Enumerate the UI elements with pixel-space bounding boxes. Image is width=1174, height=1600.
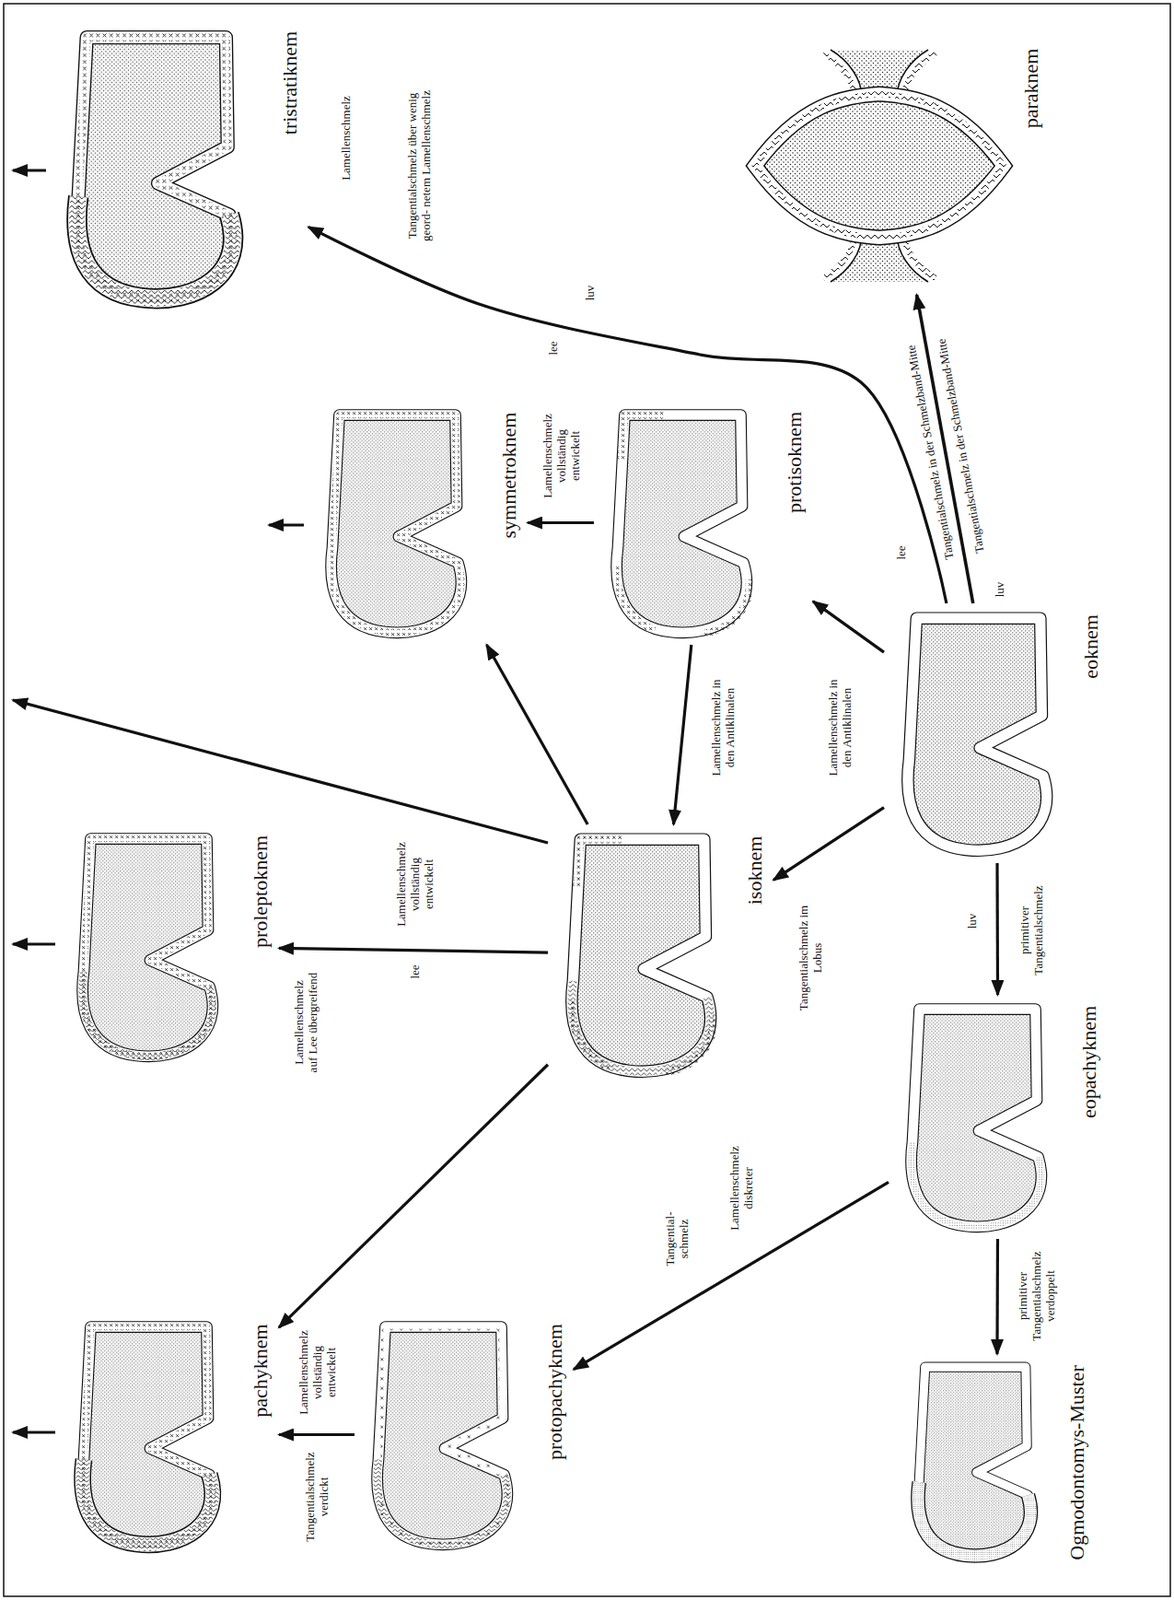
pattern-node: eoknem	[883, 603, 1110, 863]
edge-label: primitiver Tangentialschmelz verdoppelt	[1015, 1247, 1058, 1345]
edge-label: Lamellenschmelz vollständig entwickelt	[540, 405, 582, 507]
ogmodontomys-drawing	[918, 1366, 1031, 1556]
pattern-name: eopachyknem	[1078, 1005, 1101, 1118]
pattern-name: pachyknem	[249, 1323, 272, 1417]
evolution-arrow	[917, 294, 974, 604]
paraknem-drawing	[755, 49, 1004, 282]
evolution-arrow	[278, 947, 548, 953]
edge-label: primitiver Tangentialschmelz	[1017, 879, 1046, 981]
annotation-label: luv	[992, 581, 1007, 598]
pattern-name: symmetroknem	[498, 411, 521, 538]
tristratiknem-drawing	[77, 37, 234, 300]
edge-label: Tangentialschmelz über wenig geord- nete…	[405, 87, 433, 245]
annotation-label: lee	[546, 340, 560, 355]
connector-group	[278, 226, 999, 1434]
protisoknem-drawing	[616, 415, 750, 635]
evolution-arrow	[673, 644, 691, 825]
pattern-node: proleptoknem	[59, 824, 279, 1069]
edge-label: Lamellenschmelz in den Antiklinalen	[825, 674, 854, 781]
evolution-arrow	[773, 807, 884, 881]
annotation-label: Lamellenschmelz auf Lee übergreifend	[291, 971, 320, 1073]
pattern-node: tristratiknem	[50, 20, 309, 317]
edge-label: Tangentialschmelz in der Schmelzband-Mit…	[932, 331, 988, 561]
evolution-arrow	[995, 1238, 1000, 1354]
pachyknem-drawing	[82, 1326, 213, 1545]
edge-label: Lamellenschmelz diskreter	[727, 1137, 756, 1239]
pattern-node: paraknem	[736, 36, 1050, 295]
long-arrow	[12, 699, 548, 843]
pattern-node: protisoknem	[593, 400, 814, 645]
annotation-label: Tangentialschmelz verdickt	[302, 1445, 331, 1547]
annotation-label: lee	[894, 545, 908, 559]
protopachyknem-drawing	[377, 1326, 508, 1545]
small-arrow	[12, 168, 47, 172]
edge-label: Lamellenschmelz vollständig entwickelt	[296, 1321, 338, 1423]
evolution-arrow	[813, 601, 884, 652]
annotation-label: lee	[407, 964, 422, 978]
annotation-label: Tangential- schmelz	[662, 1201, 691, 1276]
pattern-name: protisoknem	[783, 411, 806, 513]
pattern-node: eopachyknem	[888, 994, 1108, 1239]
annotation-label: Tangentialschmelz in der Schmelzband-Mit…	[902, 337, 957, 567]
edge-label: Lamellenschmelz vollständig entwickelt	[394, 833, 436, 935]
annotation-label: luv	[964, 913, 979, 930]
pattern-node: symmetroknem	[308, 400, 528, 645]
evolution-arrow	[995, 862, 1000, 995]
evolution-arrow	[527, 521, 594, 524]
pattern-node: protopachyknem	[354, 1312, 574, 1557]
evolution-arrow	[487, 644, 589, 825]
pattern-name: Ogmodontomys-Muster	[1066, 1364, 1089, 1559]
pattern-name: tristratiknem	[278, 31, 302, 135]
edge-label: Tangentialschmelz im Lobus	[796, 905, 825, 1012]
symmetroknem-drawing	[331, 415, 462, 633]
annotation-label: luv	[582, 285, 597, 302]
eopachyknem-drawing	[911, 1009, 1042, 1227]
pattern-node: isoknem	[547, 824, 774, 1084]
small-arrow	[12, 941, 56, 945]
evolution-arrow	[573, 1181, 889, 1369]
small-arrow	[12, 1429, 56, 1433]
pattern-node: pachyknem	[59, 1312, 279, 1557]
pattern-name: isoknem	[743, 835, 767, 905]
proleptoknem-drawing	[82, 838, 213, 1057]
pattern-name: proleptoknem	[249, 835, 272, 948]
figure-frame	[3, 3, 1171, 1596]
evolution-arrow	[278, 1432, 355, 1436]
annotation-label: Lamellenschmelz	[338, 95, 353, 181]
outgoing-arrows	[12, 170, 548, 1432]
edge-label: Lamellenschmelz in den Antiklinalen	[709, 674, 737, 781]
evolution-arrow	[278, 1064, 548, 1327]
evolution-arrow	[308, 226, 947, 604]
pattern-name: eoknem	[1080, 614, 1103, 679]
isoknem-drawing	[571, 838, 714, 1073]
eoknem-drawing	[907, 617, 1047, 850]
small-arrow	[268, 523, 304, 526]
pattern-name: protopachyknem	[544, 1323, 567, 1460]
pattern-name: paraknem	[1020, 47, 1043, 128]
pattern-node: Ogmodontomys-Muster	[897, 1353, 1096, 1570]
